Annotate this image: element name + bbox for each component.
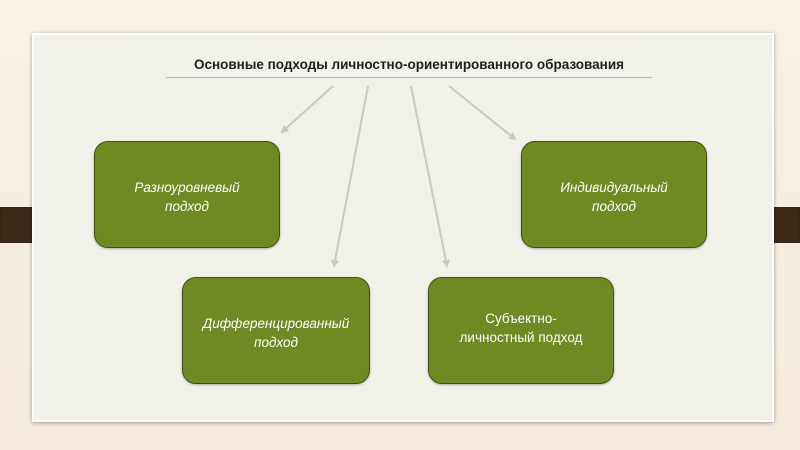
arrow-to-box-1 (280, 85, 334, 134)
box-label: Разноуровневый подход (134, 180, 240, 214)
arrow-to-box-3 (331, 85, 369, 268)
arrow-to-box-2 (448, 85, 517, 141)
box-label: Субъектно- личностный подход (459, 311, 583, 345)
slide-title: Основные подходы личностно-ориентированн… (193, 57, 625, 72)
arrow-to-box-4 (410, 85, 450, 268)
box-label: Индивидуальный подход (560, 180, 668, 214)
box-individualnyy: Индивидуальный подход (521, 141, 707, 248)
box-subektno-lichnostnyy: Субъектно- личностный подход (428, 277, 614, 384)
box-differentsirovannyy: Дифференцированный подход (182, 277, 370, 384)
box-raznourovnevyy: Разноуровневый подход (94, 141, 280, 248)
title-underline (166, 77, 652, 78)
box-label: Дифференцированный подход (202, 316, 350, 350)
